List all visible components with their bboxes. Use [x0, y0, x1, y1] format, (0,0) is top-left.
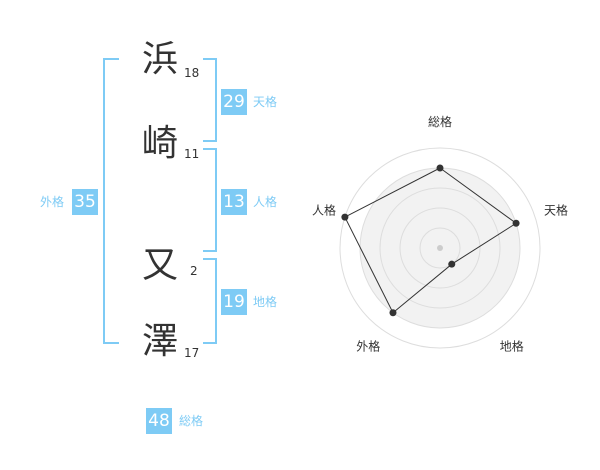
radar-point-4 — [389, 309, 397, 317]
stroke-count-1: 18 — [184, 66, 200, 80]
radar-point-5 — [341, 213, 349, 221]
name-char-1: 浜 — [141, 39, 178, 80]
radar-axis-label-3: 地格 — [500, 339, 524, 354]
stroke-count-3: 2 — [190, 264, 198, 278]
soukaku-label: 総格 — [179, 414, 204, 428]
gaikaku-bracket — [103, 58, 119, 344]
stroke-count-4: 17 — [184, 346, 200, 360]
gaikaku-value-badge: 35 — [72, 189, 98, 215]
radar-axis-label-1: 総格 — [428, 114, 452, 129]
radar-polygon — [344, 167, 517, 314]
radar-ring-3 — [379, 187, 501, 309]
name-char-2: 崎 — [141, 123, 178, 164]
stroke-count-2: 11 — [184, 147, 200, 161]
name-char-3: 又 — [141, 245, 178, 286]
tenkaku-value-badge: 29 — [221, 89, 247, 115]
radar-point-1 — [436, 164, 444, 172]
radar-center-dot — [437, 245, 443, 251]
name-char-4: 澤 — [141, 321, 178, 362]
radar-point-3 — [448, 260, 456, 268]
gaikaku-label: 外格 — [40, 195, 65, 209]
jinkaku-label: 人格 — [253, 195, 278, 209]
chikaku-bracket — [203, 258, 217, 344]
soukaku-value-badge: 48 — [146, 408, 172, 434]
radar-point-2 — [512, 219, 520, 227]
jinkaku-value-badge: 13 — [221, 189, 247, 215]
radar-ring-2 — [399, 207, 481, 289]
chikaku-label: 地格 — [253, 295, 278, 309]
tenkaku-bracket — [203, 58, 217, 142]
tenkaku-label: 天格 — [253, 95, 278, 109]
chikaku-value-badge: 19 — [221, 289, 247, 315]
radar-axis-label-2: 天格 — [544, 202, 568, 217]
radar-axis-label-5: 人格 — [312, 202, 336, 217]
jinkaku-bracket — [203, 148, 217, 252]
radar-axis-label-4: 外格 — [356, 339, 380, 354]
radar-ring-1 — [419, 227, 461, 269]
